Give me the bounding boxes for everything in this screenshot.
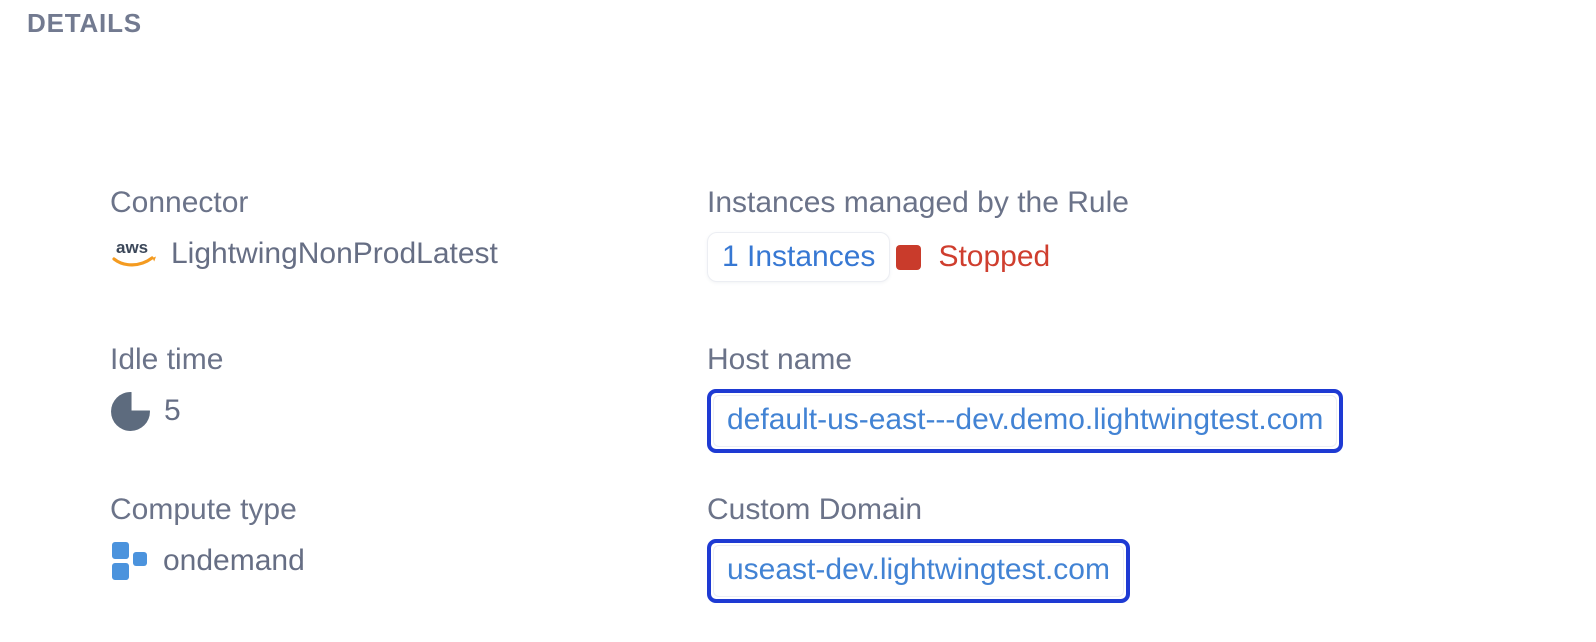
field-connector: Connector aws LightwingNonProdLatest	[110, 185, 707, 342]
custom-domain-value: useast-dev.lightwingtest.com	[713, 545, 1124, 597]
instances-count-link[interactable]: 1 Instances	[707, 232, 891, 282]
status-badge: Stopped	[938, 240, 1051, 273]
aws-icon: aws	[110, 237, 158, 271]
field-instances: Instances managed by the Rule 1 Instance…	[707, 185, 1586, 342]
field-compute-type: Compute type ondemand	[110, 492, 707, 603]
idle-time-label: Idle time	[110, 343, 224, 376]
pie-chart-icon	[110, 390, 151, 432]
custom-domain-label: Custom Domain	[707, 493, 923, 526]
host-name-label: Host name	[707, 343, 853, 376]
custom-domain-link[interactable]: useast-dev.lightwingtest.com	[707, 539, 1130, 603]
instances-label: Instances managed by the Rule	[707, 186, 1129, 219]
host-name-value: default-us-east---dev.demo.lightwingtest…	[713, 395, 1338, 447]
svg-text:aws: aws	[116, 238, 148, 257]
compute-squares-icon	[110, 539, 150, 583]
compute-type-value: ondemand	[163, 544, 305, 577]
details-grid: Connector aws LightwingNonProdLatest Ins…	[110, 185, 1586, 603]
stopped-status-icon	[896, 244, 922, 270]
compute-type-label: Compute type	[110, 493, 297, 526]
host-name-link[interactable]: default-us-east---dev.demo.lightwingtest…	[707, 389, 1344, 453]
field-host-name: Host name default-us-east---dev.demo.lig…	[707, 342, 1586, 492]
page-title: DETAILS	[27, 8, 142, 38]
field-custom-domain: Custom Domain useast-dev.lightwingtest.c…	[707, 492, 1586, 603]
idle-time-value: 5	[164, 394, 181, 427]
field-idle-time: Idle time 5	[110, 342, 707, 492]
connector-value: LightwingNonProdLatest	[171, 237, 498, 270]
connector-label: Connector	[110, 186, 249, 219]
